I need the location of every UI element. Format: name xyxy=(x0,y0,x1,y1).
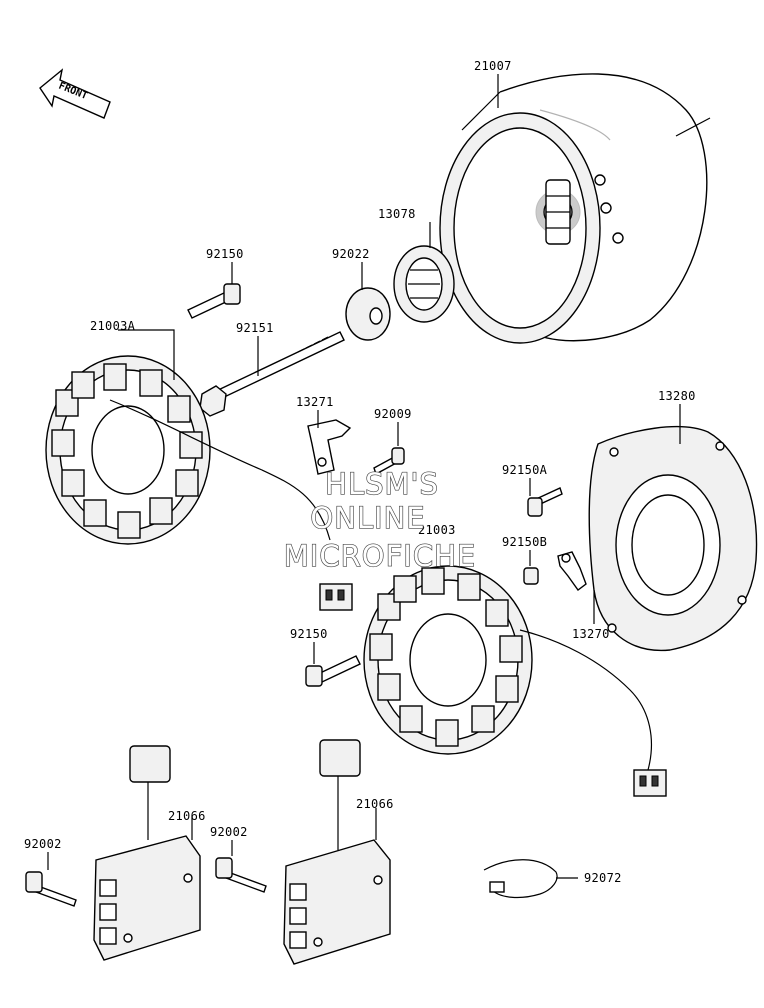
part-label-21003: 21003 xyxy=(418,523,456,537)
bolt-92150A xyxy=(527,487,563,517)
front-arrow-icon: FRONT xyxy=(39,68,111,119)
part-label-21007: 21007 xyxy=(474,59,512,73)
part-label-13280: 13280 xyxy=(658,389,696,403)
regulator-21066-left xyxy=(93,745,201,961)
bolt-92150-mid xyxy=(305,655,361,687)
bolt-92150-top xyxy=(187,283,241,319)
part-label-92151: 92151 xyxy=(236,321,274,335)
part-label-21003A: 21003A xyxy=(90,319,136,333)
plate-13271 xyxy=(307,419,352,475)
part-label-92150A: 92150A xyxy=(502,463,548,477)
part-label-92150B: 92150B xyxy=(502,535,547,549)
part-label-92002-left: 92002 xyxy=(24,837,62,851)
watermark-line2: ONLINE xyxy=(310,501,425,535)
regulator-21066-right xyxy=(283,739,391,965)
part-label-21066-left: 21066 xyxy=(168,809,206,823)
watermark-line3: MICROFICHE xyxy=(284,539,476,573)
stator-21003 xyxy=(363,565,667,797)
rotor-gear-icon xyxy=(535,179,581,245)
starter-clutch-13078 xyxy=(393,245,455,323)
bolt-92150B xyxy=(523,567,539,585)
bolt-92002-left xyxy=(25,871,77,907)
cover-13280 xyxy=(588,426,758,652)
part-label-21066-right: 21066 xyxy=(356,797,394,811)
part-label-92072: 92072 xyxy=(584,871,622,885)
washer-92022 xyxy=(345,287,391,341)
watermark-line1: HLSM'S xyxy=(325,467,439,501)
bolt-92151 xyxy=(199,331,345,417)
part-label-13271: 13271 xyxy=(296,395,334,409)
stator-21003A xyxy=(45,355,353,611)
rotor-21007 xyxy=(439,73,711,344)
part-label-92002-right: 92002 xyxy=(210,825,248,839)
part-label-92150-top: 92150 xyxy=(206,247,244,261)
part-label-13270: 13270 xyxy=(572,627,610,641)
screw-92009 xyxy=(373,447,405,476)
bolt-92002-right xyxy=(215,857,267,893)
part-label-92009: 92009 xyxy=(374,407,412,421)
part-label-92150-mid: 92150 xyxy=(290,627,328,641)
part-label-92022: 92022 xyxy=(332,247,370,261)
clamp-92072 xyxy=(483,859,558,899)
leader-lines xyxy=(47,74,681,879)
part-label-13078: 13078 xyxy=(378,207,416,221)
plate-13270 xyxy=(557,551,587,591)
